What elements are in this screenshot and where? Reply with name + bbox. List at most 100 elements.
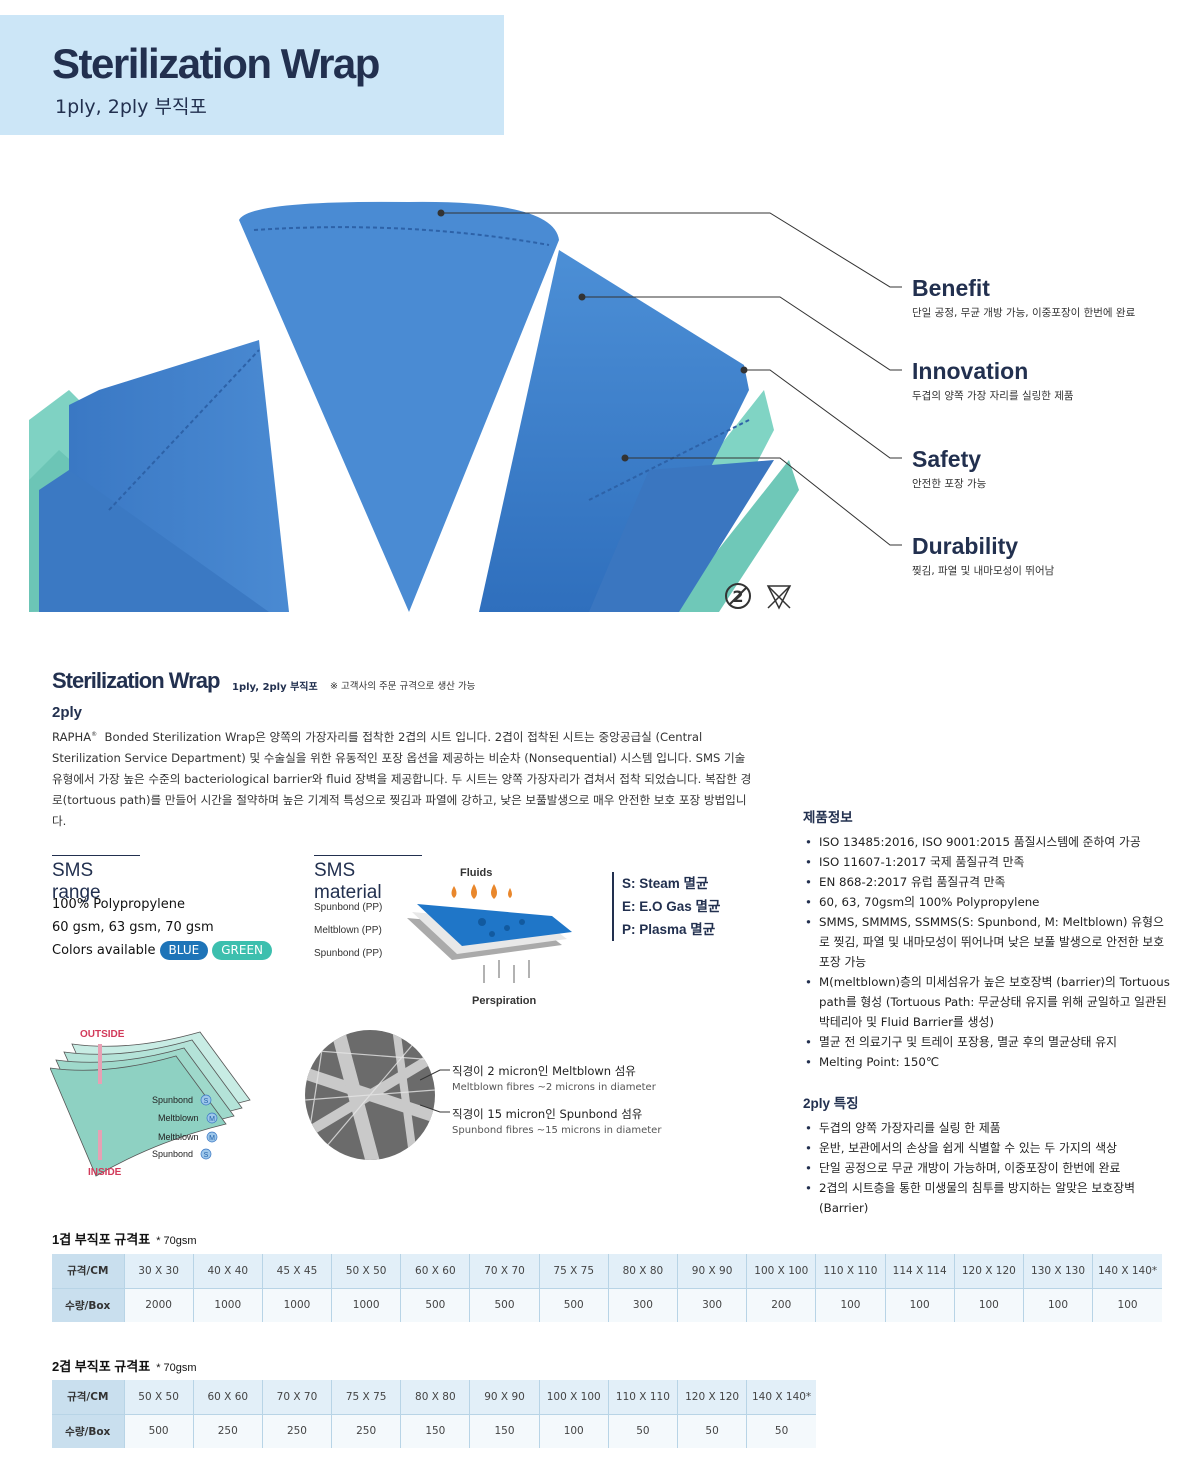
layer-mark-2: M [209, 1116, 215, 1123]
layer-label-mid: Meltblown (PP) [314, 925, 382, 936]
feature-title: Safety [912, 446, 982, 472]
table2-title-text: 2겹 부직포 규격표 [52, 1359, 151, 1374]
feature-2ply-item: 단일 공정으로 무균 개방이 가능하며, 이중포장이 한번에 완료 [803, 1158, 1173, 1178]
size-cell: 100 X 100 [538, 1380, 609, 1414]
size-cell: 50 X 50 [331, 1254, 401, 1288]
section-title: Sterilization Wrap [52, 668, 220, 693]
size-cell: 70 X 70 [261, 1380, 332, 1414]
product-info-item: 멸균 전 의료기구 및 트레이 포장용, 멸균 후의 멸균상태 유지 [803, 1032, 1173, 1052]
size-cell: 100 X 100 [746, 1254, 816, 1288]
description: RAPHA® Bonded Sterilization Wrap은 양쪽의 가장… [52, 724, 752, 832]
product-info-item: ISO 11607-1:2017 국제 품질규격 만족 [803, 852, 1173, 872]
qty-cell: 250 [261, 1413, 332, 1448]
layer-label-bottom: Spunbond (PP) [314, 948, 382, 959]
feature-safety: Safety 안전한 포장 가능 [912, 446, 986, 491]
feature-desc: 안전한 포장 가능 [912, 478, 987, 490]
layer-mark-4: S [204, 1152, 209, 1159]
size-cell: 50 X 50 [123, 1380, 194, 1414]
row-header: 수량/Box [52, 1287, 124, 1322]
feature-title: Benefit [912, 275, 990, 301]
range-material: 100% Polypropylene [52, 897, 185, 912]
product-info-item: EN 868-2:2017 유럽 품질규격 만족 [803, 872, 1173, 892]
features-2ply: 2ply 특징 두겹의 양쪽 가장자리를 실링 한 제품운반, 보관에서의 손상… [803, 1092, 1173, 1218]
sterilization-methods: S: Steam 멸균 E: E.O Gas 멸균 P: Plasma 멸균 [612, 872, 720, 941]
feature-innovation: Innovation 두겹의 양쪽 가장 자리를 실링한 제품 [912, 358, 1074, 403]
qty-cell: 100 [538, 1413, 609, 1448]
qty-cell: 1000 [192, 1287, 263, 1322]
table1-gsm: * 70gsm [156, 1235, 197, 1247]
product-info-item: 60, 63, 70gsm의 100% Polypropylene [803, 892, 1173, 912]
features-2ply-heading: 2ply 특징 [803, 1096, 859, 1111]
section-note: ※ 고객사의 주문 규격으로 생산 가능 [330, 681, 476, 692]
fibre-pointer-lines [420, 1069, 450, 1113]
brand-mark: ® [91, 731, 98, 738]
size-cell: 110 X 110 [607, 1380, 678, 1414]
features-2ply-list: 두겹의 양쪽 가장자리를 실링 한 제품운반, 보관에서의 손상을 쉽게 식별할… [803, 1118, 1173, 1218]
size-cell: 90 X 90 [469, 1380, 540, 1414]
size-cell: 110 X 110 [815, 1254, 886, 1288]
color-pill-green: GREEN [212, 941, 272, 960]
product-info-item: ISO 13485:2016, ISO 9001:2015 품질시스템에 준하여… [803, 832, 1173, 852]
size-cell: 140 X 140* [1092, 1254, 1162, 1288]
fibre-ko: 직경이 2 micron인 Meltblown 섬유 [452, 1064, 636, 1078]
layer-name-3: Meltblown [158, 1132, 199, 1142]
hero-band [0, 15, 504, 135]
layer-mark-1: S [204, 1098, 209, 1105]
inside-label: INSIDE [88, 1167, 122, 1178]
fibre-en: Spunbond fibres ~15 microns in diameter [452, 1125, 662, 1136]
method-eo-gas: E: E.O Gas 멸균 [622, 899, 721, 914]
size-cell: 140 X 140* [746, 1380, 816, 1414]
product-info-item: M(meltblown)층의 미세섬유가 높은 보호장벽 (barrier)의 … [803, 972, 1173, 1032]
feature-desc: 두겹의 양쪽 가장 자리를 실링한 제품 [912, 390, 1074, 402]
feature-2ply-item: 2겹의 시트층을 통한 미생물의 침투를 방지하는 알맞은 보호장벽 (Barr… [803, 1178, 1173, 1218]
feature-durability: Durability 찢김, 파열 및 내마모성이 뛰어남 [912, 533, 1054, 578]
table1-title: 1겹 부직포 규격표 * 70gsm [52, 1229, 197, 1248]
qty-cell: 2000 [123, 1287, 194, 1322]
color-pill-blue: BLUE [159, 941, 209, 960]
fibre-spunbond: 직경이 15 micron인 Spunbond 섬유 Spunbond fibr… [452, 1106, 661, 1136]
sms-material-heading: SMS material [314, 855, 422, 904]
qty-cell: 1000 [261, 1287, 332, 1322]
page-subtitle: 1ply, 2ply 부직포 [55, 96, 207, 118]
sms-material-diagram: Fluids Spunbond (PP) Meltblown (PP) Spun… [314, 867, 572, 1007]
qty-cell: 150 [469, 1413, 540, 1448]
description-text: Bonded Sterilization Wrap은 양쪽의 가장자리를 접착한… [52, 729, 752, 828]
feature-title: Durability [912, 533, 1019, 559]
product-info-list: ISO 13485:2016, ISO 9001:2015 품질시스템에 준하여… [803, 832, 1173, 1072]
size-cell: 130 X 130 [1022, 1254, 1093, 1288]
product-info-item: Melting Point: 150℃ [803, 1052, 1173, 1072]
product-info: 제품정보 ISO 13485:2016, ISO 9001:2015 품질시스템… [803, 806, 1173, 1072]
size-cell: 120 X 120 [953, 1254, 1024, 1288]
qty-cell: 100 [1022, 1287, 1093, 1322]
layer-name-4: Spunbond [152, 1149, 193, 1159]
feature-desc: 단일 공정, 무균 개방 가능, 이중포장이 한번에 완료 [912, 307, 1136, 319]
feature-2ply-item: 두겹의 양쪽 가장자리를 실링 한 제품 [803, 1118, 1173, 1138]
perspiration-label: Perspiration [472, 995, 536, 1007]
layer-mark-3: M [209, 1135, 215, 1142]
size-cell: 80 X 80 [400, 1380, 470, 1414]
size-cell: 60 X 60 [400, 1254, 470, 1288]
qty-cell: 50 [746, 1413, 816, 1448]
size-cell: 90 X 90 [676, 1254, 747, 1288]
size-cell: 30 X 30 [123, 1254, 194, 1288]
qty-cell: 100 [953, 1287, 1024, 1322]
qty-cell: 250 [331, 1413, 401, 1448]
qty-cell: 1000 [331, 1287, 401, 1322]
product-info-item: SMMS, SMMMS, SSMMS(S: Spunbond, M: Meltb… [803, 912, 1173, 972]
qty-cell: 300 [607, 1287, 678, 1322]
outside-label: OUTSIDE [80, 1029, 125, 1040]
layer-structure-diagram: OUTSIDE INSIDE Spunbond Meltblown Meltbl… [50, 1029, 251, 1178]
sms-range-list: 100% Polypropylene 60 gsm, 63 gsm, 70 gs… [52, 893, 272, 962]
table1-title-text: 1겹 부직포 규격표 [52, 1232, 151, 1247]
size-cell: 114 X 114 [884, 1254, 955, 1288]
range-weights: 60 gsm, 63 gsm, 70 gsm [52, 920, 214, 935]
brand-name: RAPHA [52, 729, 92, 744]
size-cell: 80 X 80 [607, 1254, 678, 1288]
size-cell: 40 X 40 [192, 1254, 263, 1288]
layer-label-top: Spunbond (PP) [314, 902, 382, 913]
table2-gsm: * 70gsm [156, 1362, 197, 1374]
